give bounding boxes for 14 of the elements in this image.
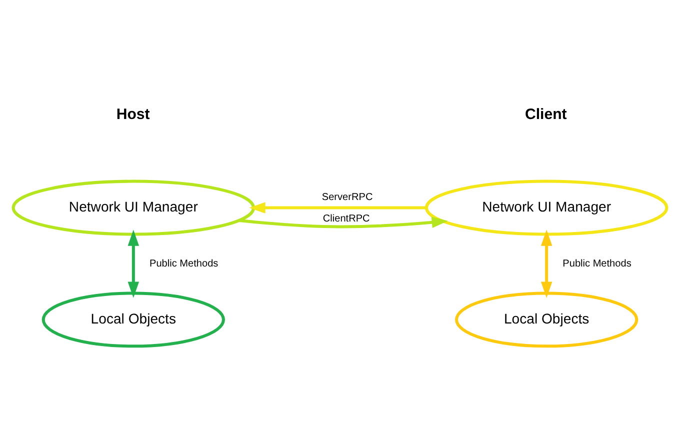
- edge-label: Public Methods: [150, 258, 218, 270]
- node-ellipse: Local Objects: [42, 292, 225, 348]
- edge-label: ClientRPC: [322, 213, 370, 224]
- edge-label: Public Methods: [562, 258, 632, 270]
- node-ellipse: Network UI Manager: [12, 180, 256, 236]
- arrow: [128, 230, 140, 298]
- node-ellipse: Network UI Manager: [424, 180, 668, 236]
- label: Host: [116, 106, 150, 124]
- label: Client: [524, 106, 567, 124]
- arrow: [540, 230, 552, 298]
- arrow: [238, 216, 448, 228]
- arrow: [249, 202, 426, 214]
- node-ellipse: Local Objects: [455, 292, 638, 348]
- edge-label: ServerRPC: [322, 192, 373, 204]
